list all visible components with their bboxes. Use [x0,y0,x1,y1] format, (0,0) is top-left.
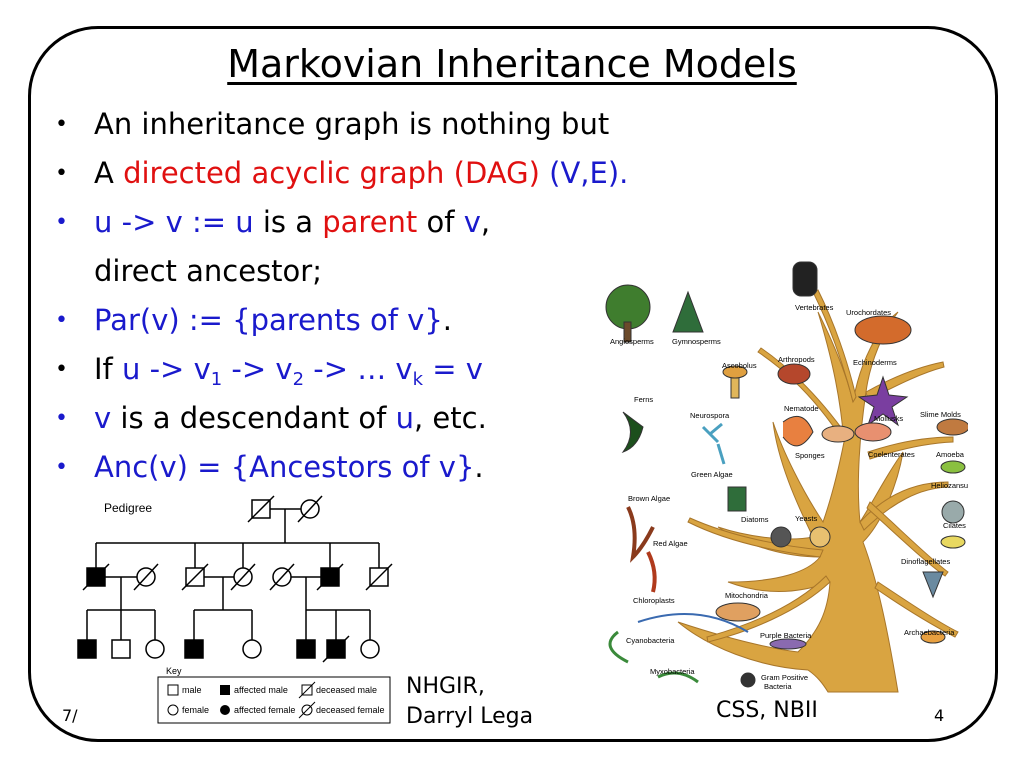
label-arthropods: Arthropods [778,355,815,364]
u-term: u [395,401,414,435]
anc-def: Anc(v) = {Ancestors of v} [94,450,475,484]
slide-title: Markovian Inheritance Models [227,42,797,86]
label-cilates: Cilates [943,521,966,530]
label-urochordates: Urochordates [846,308,891,317]
label-gram-positive-bacteria: Bacteria [764,682,792,691]
bullet-item: • Par(v) := {parents of v}. [55,296,675,345]
nhgir-credit: NHGIR, Darryl Lega [406,672,533,732]
key-title: Key [166,666,182,676]
bullet-text: , [480,205,491,239]
label-gymnosperms: Gymnosperms [672,337,721,346]
parent-term: parent [322,205,418,239]
label-myxobacteria: Myxobacteria [650,667,695,676]
label-cyanobacteria: Cyanobacteria [626,636,675,645]
v-term: v [94,401,112,435]
bullet-text: . [474,450,484,484]
bullet-item: • u -> v := u is a parent of v, [55,198,675,247]
label-mollusks: Mollusks [874,414,903,423]
slide-frame [28,26,998,742]
bullet-item: • A directed acyclic graph (DAG) (V,E). [55,149,675,198]
ve-term: (V,E). [539,156,629,190]
label-brown-algae: Brown Algae [628,494,670,503]
label-archaebacteria: Archaebacteria [904,628,955,637]
credit-line: Darryl Lega [406,704,534,729]
bullet-text: , etc. [414,401,487,435]
bullet-text: A [94,156,124,190]
key-affected-male: affected male [234,685,288,695]
pedigree-diagram: Pedigree Key male affected male deceased… [77,495,393,724]
bullet-item: • An inheritance graph is nothing but [55,100,675,149]
credit-line: NHGIR, [406,674,485,699]
label-heliozansus: Heliozansus [931,481,968,490]
label-amoeba: Amoeba [936,450,965,459]
label-green-algae: Green Algae [691,470,733,479]
label-echinoderms: Echinoderms [853,358,897,367]
bullet-dot: • [55,308,68,333]
label-yeasts: Yeasts [795,514,817,523]
footer-page-number: 4 [934,706,945,725]
bullet-dot: • [55,406,68,431]
label-dinoflagellates: Dinoflagellates [901,557,950,566]
label-neurospora: Neurospora [690,411,730,420]
key-deceased-male: deceased male [316,685,377,695]
key-female: female [182,705,209,715]
path-def: u -> v1 -> v2 -> … vk = v [121,352,483,390]
bullet-text: is a descendant of [111,401,396,435]
label-coelenterates: Coelenterates [868,450,915,459]
footer-date: 7/ [62,706,78,725]
bullet-text: of [417,205,464,239]
bullet-list: • An inheritance graph is nothing but • A … [55,100,675,492]
bullet-item: • v is a descendant of u, etc. [55,394,675,443]
bullet-item: • Anc(v) = {Ancestors of v}. [55,443,675,492]
bullet-dot: • [55,161,68,186]
key-male: male [182,685,202,695]
label-nematode: Nematode [784,404,819,413]
bullet-text: . [442,303,453,337]
label-ferns: Ferns [634,395,653,404]
pedigree-heading: Pedigree [104,501,152,515]
key-affected-female: affected female [234,705,295,715]
css-credit: CSS, NBII [716,698,818,723]
bullet-dot: • [55,357,68,382]
label-chloroplasts: Chloroplasts [633,596,675,605]
bullet-continuation: direct ancestor; [55,247,675,296]
tree-of-life: Vertebrates Urochordates Angiosperms Gym… [605,261,968,693]
key-deceased-female: deceased female [316,705,385,715]
dag-term: directed acyclic graph (DAG) [123,156,540,190]
bullet-dot: • [55,210,68,235]
label-red-algae: Red Algae [653,539,688,548]
v-term: v [463,205,481,239]
label-purple-bacteria: Purple Bacteria [760,631,812,640]
label-slime-molds: Slime Molds [920,410,961,419]
label-mitochondria: Mitochondria [725,591,769,600]
bullet-text: If [94,352,122,386]
label-ascobolus: Ascobolus [722,361,757,370]
label-diatoms: Diatoms [741,515,769,524]
label-vertebrates: Vertebrates [795,303,834,312]
edge-def: u -> v := u [94,205,254,239]
bullet-text: is a [253,205,323,239]
label-sponges: Sponges [795,451,825,460]
bullet-item: • If u -> v1 -> v2 -> … vk = v [55,345,675,394]
par-def: Par(v) := {parents of v} [94,303,443,337]
label-angiosperms: Angiosperms [610,337,654,346]
bullet-dot: • [55,112,68,137]
bullet-text: direct ancestor; [94,254,322,288]
label-gram-positive: Gram Positive [761,673,808,682]
bullet-text: An inheritance graph is nothing but [94,107,610,141]
bullet-dot: • [55,455,68,480]
